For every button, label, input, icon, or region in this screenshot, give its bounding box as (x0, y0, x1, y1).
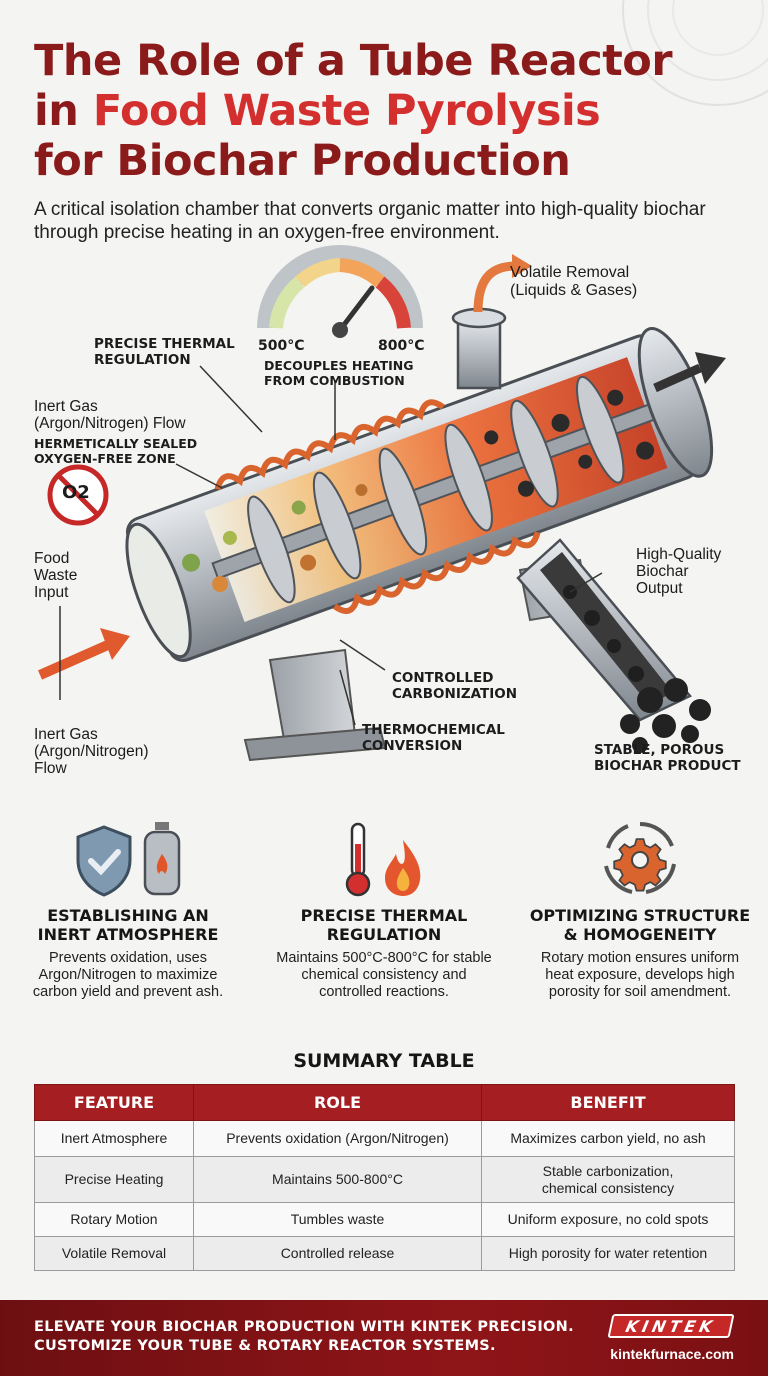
table-row: Inert Atmosphere Prevents oxidation (Arg… (34, 1120, 735, 1157)
exhaust-arrow (653, 352, 726, 393)
summary-table: FEATURE ROLE BENEFIT Inert Atmosphere Pr… (34, 1084, 735, 1271)
feature-2-text: Maintains 500°C-800°C for stable chemica… (276, 950, 492, 1000)
stable-product-label: STABLE, POROUS BIOCHAR PRODUCT (594, 742, 741, 774)
cell-feature: Rotary Motion (34, 1202, 194, 1237)
title-line-1: The Role of a Tube Reactor (34, 36, 673, 86)
feature-1-text: Prevents oxidation, uses Argon/Nitrogen … (32, 950, 224, 1000)
volatile-removal-text: Volatile Removal (Liquids & Gases) (510, 264, 638, 299)
leader-lines (59, 365, 603, 726)
reactor-illustration (37, 245, 726, 762)
volatile-removal-label: Volatile Removal (Liquids & Gases) (510, 264, 690, 300)
thermochemical-label: THERMOCHEMICAL CONVERSION (362, 722, 505, 754)
feature-1-title: ESTABLISHING AN INERT ATMOSPHERE (37, 906, 219, 944)
kintek-logo[interactable]: KINTEK (607, 1314, 735, 1338)
title-line-2: in Food Waste Pyrolysis (34, 86, 754, 136)
title-accent: Food Waste Pyrolysis (92, 86, 601, 136)
gauge-icon (257, 245, 423, 338)
o2-icon-text: O2 (62, 482, 90, 503)
feature-inert-atmosphere: ESTABLISHING AN INERT ATMOSPHERE Prevent… (0, 810, 256, 1001)
reactor-diagram: 500°C 800°C Volatile Removal (Liquids & … (0, 240, 768, 800)
cell-benefit: Maximizes carbon yield, no ash (481, 1120, 735, 1157)
gauge-min-label: 500°C (258, 338, 305, 354)
feature-2-title: PRECISE THERMAL REGULATION (300, 906, 468, 944)
char-pieces (484, 389, 655, 497)
inert-gas-top-label: Inert Gas (Argon/Nitrogen) Flow (34, 398, 186, 432)
thermometer-icon (345, 822, 371, 897)
heating-coil-top (214, 399, 445, 491)
table-row: Rotary Motion Tumbles waste Uniform expo… (34, 1202, 735, 1237)
summary-title: SUMMARY TABLE (293, 1050, 475, 1072)
inert-gas-bottom-label: Inert Gas (Argon/Nitrogen) Flow (34, 726, 149, 777)
heating-coil-bottom (332, 531, 541, 615)
precise-thermal-label: PRECISE THERMAL REGULATION (94, 336, 235, 368)
food-waste-pieces (182, 484, 368, 593)
no-oxygen-icon (47, 464, 109, 526)
footer-cta: ELEVATE YOUR BIOCHAR PRODUCTION WITH KIN… (34, 1319, 574, 1354)
input-arrow (37, 628, 130, 680)
cell-role: Prevents oxidation (Argon/Nitrogen) (193, 1120, 482, 1157)
cell-feature: Precise Heating (34, 1156, 194, 1203)
cell-benefit: Stable carbonization, chemical consisten… (481, 1156, 735, 1203)
feature-3-title: OPTIMIZING STRUCTURE & HOMOGENEITY (529, 906, 751, 944)
footer-banner: ELEVATE YOUR BIOCHAR PRODUCTION WITH KIN… (0, 1300, 768, 1376)
cell-benefit: Uniform exposure, no cold spots (481, 1202, 735, 1237)
flame-icon (385, 840, 421, 896)
website-link[interactable]: kintekfurnace.com (610, 1346, 734, 1362)
cell-role: Maintains 500-800°C (193, 1156, 482, 1203)
gear-icon (604, 821, 676, 894)
cell-role: Tumbles waste (193, 1202, 482, 1237)
logo-text: KINTEK (623, 1316, 719, 1336)
cell-feature: Volatile Removal (34, 1236, 194, 1271)
features-section: ESTABLISHING AN INERT ATMOSPHERE Prevent… (0, 810, 768, 1040)
title-line-2-prefix: in (34, 86, 93, 136)
feature-3-text: Rotary motion ensures uniform heat expos… (540, 950, 740, 1000)
food-waste-label: Food Waste Input (34, 550, 78, 601)
table-row: Precise Heating Maintains 500-800°C Stab… (34, 1156, 735, 1203)
shield-icon (76, 825, 132, 897)
reactor-tube (125, 327, 714, 662)
page-title: The Role of a Tube Reactor in Food Waste… (34, 36, 754, 186)
gauge-max-label: 800°C (378, 338, 425, 354)
table-header-row: FEATURE ROLE BENEFIT (34, 1084, 735, 1121)
header-benefit: BENEFIT (481, 1084, 735, 1121)
biochar-pile (620, 678, 711, 753)
gas-cylinder-icon (143, 822, 181, 896)
shield-check-gas-cylinder-icon (0, 810, 256, 898)
controlled-carbonization-label: CONTROLLED CARBONIZATION (392, 670, 518, 702)
sealed-zone-label: HERMETICALLY SEALED OXYGEN-FREE ZONE (34, 436, 198, 466)
header-role: ROLE (193, 1084, 482, 1121)
cell-feature: Inert Atmosphere (34, 1120, 194, 1157)
cell-benefit: High porosity for water retention (481, 1236, 735, 1271)
biochar-output-label: High-Quality Biochar Output (636, 546, 722, 597)
header-feature: FEATURE (34, 1084, 194, 1121)
subtitle: A critical isolation chamber that conver… (34, 199, 706, 243)
gear-cycle-icon (512, 810, 768, 898)
volatile-vent (451, 254, 532, 390)
feature-structure-homogeneity: OPTIMIZING STRUCTURE & HOMOGENEITY Rotar… (512, 810, 768, 1001)
title-line-3: for Biochar Production (34, 136, 571, 186)
thermometer-flame-icon (256, 810, 512, 898)
decouples-label: DECOUPLES HEATING FROM COMBUSTION (264, 358, 414, 388)
table-row: Volatile Removal Controlled release High… (34, 1236, 735, 1271)
background-decoration (622, 0, 768, 106)
feature-thermal-regulation: PRECISE THERMAL REGULATION Maintains 500… (256, 810, 512, 1001)
cell-role: Controlled release (193, 1236, 482, 1271)
